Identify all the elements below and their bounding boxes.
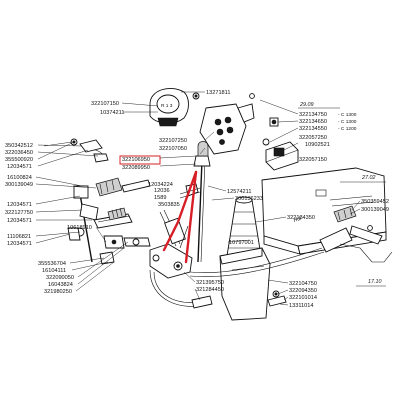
label-12034571-c[interactable]: 12034571 bbox=[7, 218, 32, 224]
label-11106821[interactable]: 11106821 bbox=[7, 234, 31, 240]
part-labels: 13271811 322107150 10374211 322107250 32… bbox=[5, 90, 389, 309]
label-322089950[interactable]: 322089950 bbox=[122, 165, 150, 171]
bellow-spring-left bbox=[95, 177, 151, 197]
label-350359452[interactable]: 350359452 bbox=[361, 199, 389, 205]
label-322107250[interactable]: 322107250 bbox=[159, 138, 187, 144]
shift-mechanism bbox=[149, 209, 193, 279]
label-321980250[interactable]: 321980250 bbox=[44, 289, 72, 295]
gear-knob[interactable]: R 1 3 bbox=[149, 88, 189, 127]
label-322036450[interactable]: 322036450 bbox=[5, 150, 33, 156]
label-350342512[interactable]: 350342512 bbox=[5, 143, 33, 149]
selector-cable-right bbox=[189, 205, 393, 277]
label-12034224[interactable]: 12034224 bbox=[148, 182, 173, 188]
label-12034571-d[interactable]: 12034571 bbox=[7, 241, 32, 247]
label-16043824[interactable]: 16043824 bbox=[48, 282, 73, 288]
label-suffix-c1300-a: - C 1300 bbox=[338, 112, 357, 118]
label-322104750[interactable]: 322104750 bbox=[289, 281, 317, 287]
label-322134650[interactable]: 322134650 bbox=[299, 119, 327, 125]
label-322106950[interactable]: 322106950 bbox=[122, 157, 150, 163]
label-321395750[interactable]: 321395750 bbox=[196, 280, 224, 286]
label-16104111[interactable]: 16104111 bbox=[42, 268, 66, 274]
label-322057150[interactable]: 322057150 bbox=[299, 157, 327, 163]
label-10902521[interactable]: 10902521 bbox=[305, 142, 330, 148]
label-3503835[interactable]: 3503835 bbox=[158, 202, 180, 208]
label-300136233[interactable]: 300136233 bbox=[235, 196, 263, 202]
ref-17-10[interactable]: 17.10 bbox=[368, 279, 382, 285]
label-12574211[interactable]: 12574211 bbox=[227, 189, 251, 195]
ref-29-09[interactable]: 29.09 bbox=[299, 102, 314, 108]
label-322101014[interactable]: 322101014 bbox=[289, 295, 317, 301]
label-300139049-b[interactable]: 300139049 bbox=[361, 207, 389, 213]
label-322134350[interactable]: 322134350 bbox=[287, 215, 315, 221]
label-10374211[interactable]: 10374211 bbox=[100, 110, 124, 116]
label-12034571-a[interactable]: 12034571 bbox=[7, 164, 32, 170]
label-322057250[interactable]: 322057250 bbox=[299, 135, 327, 141]
label-suffix-c1200: - C 1200 bbox=[338, 126, 357, 132]
ref-27-02[interactable]: 27.02 bbox=[361, 175, 376, 181]
highlight-box bbox=[119, 155, 161, 165]
label-10797001[interactable]: 10797001 bbox=[229, 240, 254, 246]
label-16100824[interactable]: 16100824 bbox=[7, 175, 32, 181]
label-322107050[interactable]: 322107050 bbox=[159, 146, 187, 152]
gear-housing-right bbox=[265, 141, 299, 171]
label-12034571-b[interactable]: 12034571 bbox=[7, 202, 32, 208]
screws-top bbox=[192, 92, 279, 146]
label-355536704[interactable]: 355536704 bbox=[38, 261, 66, 267]
svg-text:Hdi: Hdi bbox=[293, 215, 303, 223]
label-322134550[interactable]: 322134550 bbox=[299, 126, 327, 132]
label-321284450[interactable]: 321284450 bbox=[196, 287, 224, 293]
leader-lines bbox=[35, 91, 361, 306]
label-300139049-a[interactable]: 300139049 bbox=[5, 182, 33, 188]
label-322090050[interactable]: 322090050 bbox=[46, 275, 74, 281]
label-355500920[interactable]: 355500920 bbox=[5, 157, 33, 163]
lower-cable bbox=[149, 269, 287, 309]
label-12036[interactable]: 12036 bbox=[154, 188, 170, 194]
selector-cable-left bbox=[43, 138, 109, 163]
label-1589[interactable]: 1589 bbox=[154, 195, 166, 201]
ref-underlines bbox=[298, 107, 386, 287]
label-322107150[interactable]: 322107150 bbox=[91, 101, 119, 107]
left-lever-arm bbox=[73, 185, 133, 263]
label-10618910[interactable]: 10618910 bbox=[67, 225, 92, 231]
label-322094350[interactable]: 322094350 bbox=[289, 288, 317, 294]
label-13271811[interactable]: 13271811 bbox=[206, 90, 230, 96]
label-suffix-c1300-b: - C 1300 bbox=[338, 119, 357, 125]
highlight-arrow-right bbox=[184, 170, 198, 264]
label-322127750[interactable]: 322127750 bbox=[5, 210, 33, 216]
label-322134750[interactable]: 322134750 bbox=[299, 112, 327, 118]
center-console bbox=[219, 247, 271, 321]
svg-text:R 1 3: R 1 3 bbox=[161, 103, 173, 109]
highlight-arrow-left bbox=[162, 170, 198, 252]
gear-boot-plate bbox=[199, 103, 255, 155]
label-13311014[interactable]: 13311014 bbox=[289, 303, 313, 309]
gear-lever-rod bbox=[193, 141, 211, 263]
